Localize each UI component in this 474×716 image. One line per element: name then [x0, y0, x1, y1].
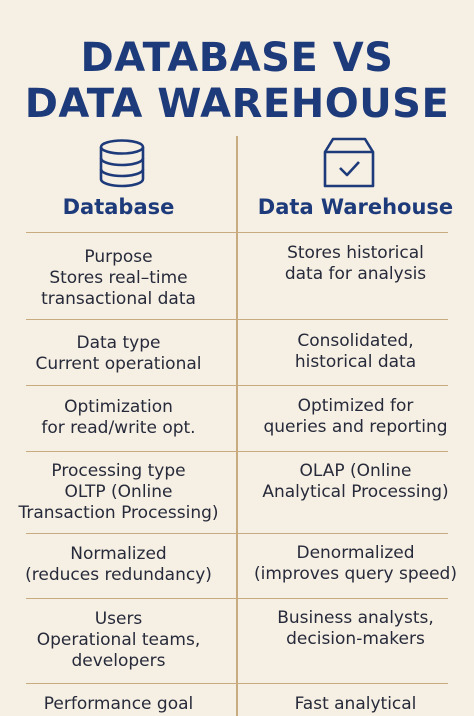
- cell-line: (improves query speed): [254, 564, 457, 584]
- cell-line: decision-makers: [286, 629, 425, 649]
- cell-line: Processing type: [51, 461, 186, 481]
- cell-line: OLAP (Online: [299, 461, 412, 481]
- row-divider: [26, 533, 448, 534]
- page-title-line-1: DATABASE VS: [80, 35, 394, 81]
- cell-line: transactional data: [41, 289, 196, 309]
- column-divider: [236, 136, 238, 716]
- cell-line: Normalized: [70, 544, 167, 564]
- cell-line: Optimized for: [297, 396, 414, 416]
- cell-line: Consolidated,: [297, 331, 414, 351]
- cell-line: Stores real–time: [49, 268, 188, 288]
- row-1-database-cell: Purpose Stores real–time transactional d…: [0, 247, 237, 310]
- cell-line: Transaction Processing): [18, 503, 219, 523]
- row-3-warehouse-cell: Optimized for queries and reporting: [237, 396, 474, 438]
- cell-line: data for analysis: [284, 264, 427, 284]
- row-divider: [26, 683, 448, 684]
- row-6-warehouse-cell: Business analysts, decision-makers: [237, 608, 474, 650]
- row-3-database-cell: Optimization for read/write opt.: [0, 397, 237, 439]
- page-title-line-2: DATA WAREHOUSE: [24, 81, 450, 127]
- cell-line: for read/write opt.: [41, 418, 196, 438]
- row-divider: [26, 232, 448, 233]
- row-5-warehouse-cell: Denormalized (improves query speed): [237, 543, 474, 585]
- cell-line: Analytical Processing): [262, 482, 449, 502]
- row-2-warehouse-cell: Consolidated, historical data: [237, 331, 474, 373]
- column-heading-data-warehouse: Data Warehouse: [257, 195, 454, 219]
- row-6-database-cell: Users Operational teams, developers: [0, 609, 237, 672]
- warehouse-box-check-icon: [323, 137, 375, 188]
- row-2-database-cell: Data type Current operational: [0, 333, 237, 375]
- cell-line: Purpose: [84, 247, 153, 267]
- cell-line: Stores historical: [287, 243, 424, 263]
- row-1-warehouse-cell: Stores historical data for analysis: [237, 243, 474, 285]
- column-heading-database: Database: [62, 195, 175, 219]
- row-4-warehouse-cell: OLAP (Online Analytical Processing): [237, 461, 474, 503]
- cell-line: Data type: [76, 333, 161, 353]
- row-divider: [26, 319, 448, 320]
- cell-line: Operational teams,: [36, 630, 201, 650]
- row-divider: [26, 598, 448, 599]
- cell-line: Business analysts,: [277, 608, 434, 628]
- cell-line: historical data: [294, 352, 417, 372]
- cell-line: (reduces redundancy): [25, 565, 212, 585]
- cell-line: OLTP (Online: [64, 482, 173, 502]
- row-divider: [26, 451, 448, 452]
- database-icon: [99, 139, 145, 188]
- cell-line: queries and reporting: [263, 417, 448, 437]
- cell-line: Users: [94, 609, 143, 629]
- cell-line: Performance goal: [43, 694, 194, 714]
- row-4-database-cell: Processing type OLTP (Online Transaction…: [0, 461, 237, 524]
- row-divider: [26, 385, 448, 386]
- cell-line: Current operational: [35, 354, 202, 374]
- row-7-database-cell: Performance goal: [0, 694, 237, 715]
- cell-line: Fast analytical: [294, 694, 417, 714]
- row-7-warehouse-cell: Fast analytical: [237, 694, 474, 715]
- cell-line: developers: [71, 651, 166, 671]
- cell-line: Denormalized: [296, 543, 415, 563]
- row-5-database-cell: Normalized (reduces redundancy): [0, 544, 237, 586]
- cell-line: Optimization: [64, 397, 173, 417]
